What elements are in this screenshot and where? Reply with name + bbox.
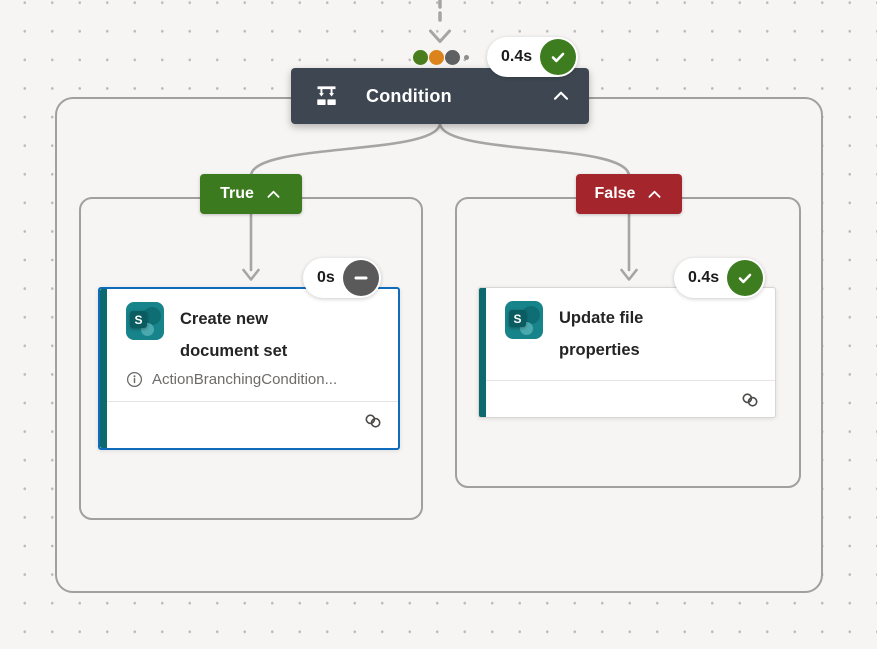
create-document-set-duration: 0s xyxy=(317,269,335,286)
tiny-dot xyxy=(464,55,469,60)
true-branch-badge[interactable]: True xyxy=(200,174,302,214)
false-branch-label: False xyxy=(594,185,636,202)
chevron-up-icon xyxy=(646,186,663,203)
update-file-properties-duration-badge[interactable]: 0.4s xyxy=(674,258,766,298)
sharepoint-accent-bar xyxy=(479,288,486,417)
sharepoint-s-tile: S xyxy=(130,311,147,328)
sharepoint-accent-bar xyxy=(100,289,107,448)
condition-duration: 0.4s xyxy=(501,48,533,65)
gray-dot xyxy=(445,50,460,65)
sharepoint-icon: S xyxy=(126,302,164,340)
connector-status-dots xyxy=(413,50,469,65)
chevron-up-icon[interactable] xyxy=(551,86,571,106)
card-divider xyxy=(107,401,398,402)
update-file-properties-duration: 0.4s xyxy=(688,269,720,286)
condition-branch-icon xyxy=(313,83,340,110)
condition-duration-badge[interactable]: 0.4s xyxy=(487,37,579,77)
card-note: ActionBranchingCondition... xyxy=(152,371,338,388)
connection-link-icon[interactable] xyxy=(363,411,383,431)
orange-dot xyxy=(429,50,444,65)
success-check-icon xyxy=(727,260,764,296)
skipped-minus-icon xyxy=(342,260,379,296)
success-check-icon xyxy=(540,39,577,75)
false-branch-badge[interactable]: False xyxy=(576,174,682,214)
card-divider xyxy=(486,380,775,381)
create-document-set-card[interactable]: S Create new document set ActionBranchin… xyxy=(98,287,400,450)
card-title: Update file properties xyxy=(559,309,644,359)
connection-link-icon[interactable] xyxy=(740,390,760,410)
info-icon[interactable] xyxy=(126,371,143,388)
sharepoint-icon: S xyxy=(505,301,543,339)
condition-node-header[interactable]: Condition xyxy=(291,68,589,124)
card-title: Create new document set xyxy=(180,310,288,360)
chevron-up-icon xyxy=(265,186,282,203)
create-document-set-duration-badge[interactable]: 0s xyxy=(303,258,381,298)
green-dot xyxy=(413,50,428,65)
sharepoint-s-tile: S xyxy=(509,310,526,327)
update-file-properties-card[interactable]: S Update file properties xyxy=(478,287,776,418)
condition-title: Condition xyxy=(366,85,452,106)
true-branch-label: True xyxy=(220,185,254,202)
